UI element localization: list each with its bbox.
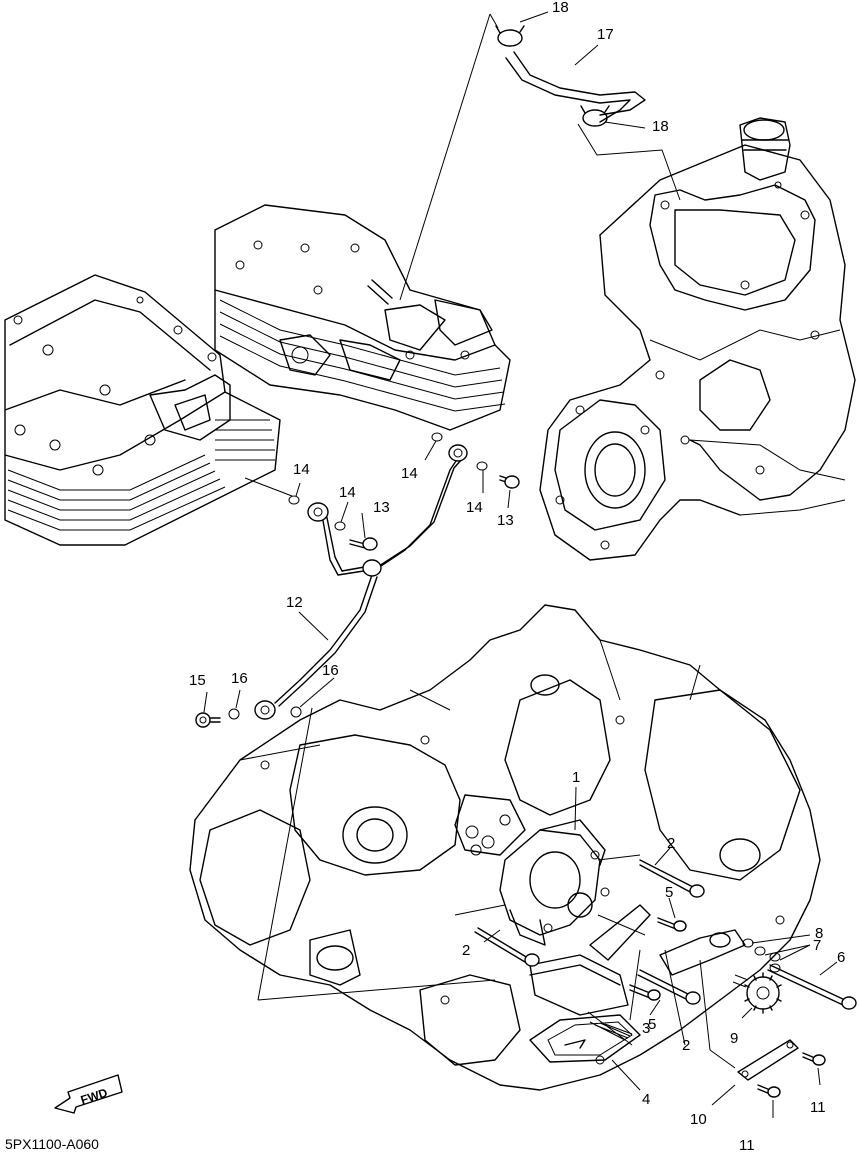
callout-13-b: 13 — [497, 512, 514, 529]
bolt-2-upper — [639, 859, 705, 898]
bolt-2-left — [474, 927, 540, 967]
callout-11-b: 11 — [739, 1137, 755, 1153]
callout-11-a: 11 — [810, 1099, 826, 1116]
union-bolts-13 — [349, 475, 520, 551]
oil-pump-drive-gear — [744, 972, 782, 1014]
callout-18-top: 18 — [552, 0, 569, 16]
callout-14-a: 14 — [293, 461, 310, 478]
oil-strainer-screen — [529, 1014, 641, 1063]
hose-clip-bottom — [580, 105, 610, 127]
callout-16-b: 16 — [322, 662, 339, 679]
oil-strainer — [529, 904, 651, 1016]
callout-5-a: 5 — [665, 884, 673, 901]
shaft-assembly — [659, 929, 749, 988]
rear-cylinder-head — [4, 274, 281, 546]
breather-hose — [505, 51, 646, 123]
callout-10: 10 — [690, 1111, 707, 1128]
diagram-code: 5PX1100-A060 — [5, 1136, 99, 1152]
callout-6: 6 — [837, 949, 845, 966]
callout-14-b: 14 — [339, 484, 356, 501]
copper-washers-16 — [228, 706, 302, 720]
lower-crankcase — [189, 604, 821, 1091]
callout-12: 12 — [286, 594, 303, 611]
callout-14-d: 14 — [466, 499, 483, 516]
callout-5-b: 5 — [648, 1016, 656, 1033]
oil-delivery-pipe — [254, 444, 468, 720]
callout-1: 1 — [572, 769, 580, 786]
callout-16-a: 16 — [231, 670, 248, 687]
callout-2-c: 2 — [682, 1037, 690, 1054]
union-bolt-15 — [195, 712, 221, 728]
callout-8: 8 — [815, 925, 823, 942]
forward-direction-arrow: FWD — [54, 1074, 123, 1114]
fwd-label: FWD — [79, 1085, 110, 1107]
callout-2-b: 2 — [462, 942, 470, 959]
bolt-11-lower — [757, 1084, 781, 1098]
callout-4: 4 — [642, 1091, 650, 1108]
callout-15: 15 — [189, 672, 206, 689]
front-cylinder-head — [214, 204, 511, 431]
callout-13-a: 13 — [373, 499, 390, 516]
callout-7: 7 — [813, 937, 821, 954]
callout-3: 3 — [642, 1020, 650, 1037]
bolt-11-right — [802, 1052, 826, 1066]
callout-14-c: 14 — [401, 465, 418, 482]
callout-18-bottom: 18 — [652, 118, 669, 135]
callout-17: 17 — [597, 26, 614, 43]
callout-9: 9 — [730, 1030, 738, 1047]
callout-labels: 18 17 18 14 14 14 14 13 13 12 15 16 16 1… — [189, 0, 845, 1153]
bolt-6 — [767, 963, 857, 1010]
bolt-5-lower — [629, 984, 661, 1001]
leader-lines — [203, 11, 838, 1118]
copper-washers-14 — [288, 432, 488, 531]
plate-10 — [737, 1039, 799, 1081]
circlip-7-8 — [742, 938, 781, 962]
callout-2-a: 2 — [667, 835, 675, 852]
bolt-2-right — [637, 969, 701, 1005]
crankcase-cover-right — [539, 117, 856, 561]
bolt-5-upper — [657, 917, 687, 932]
hose-clip-top — [495, 25, 525, 47]
